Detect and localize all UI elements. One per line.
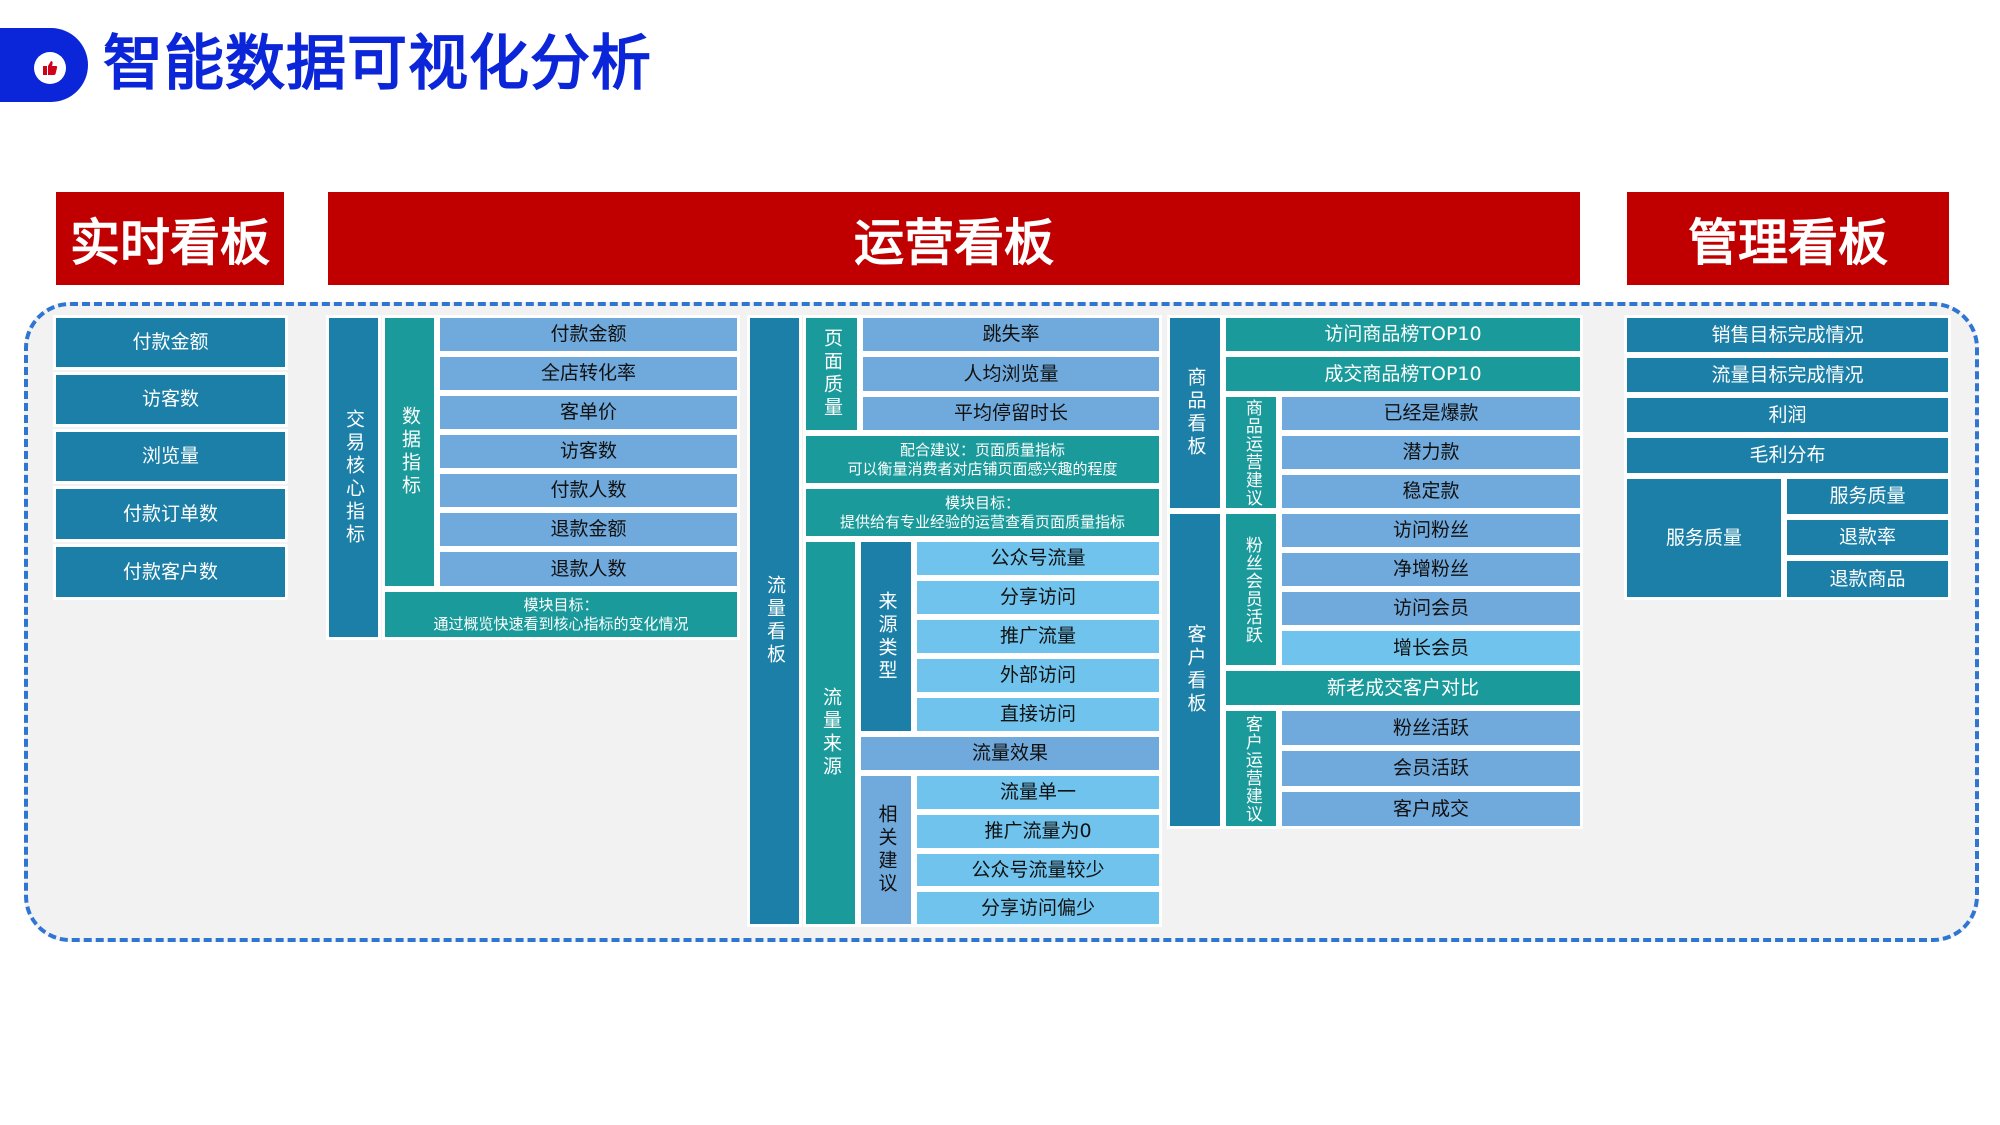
realtime-item: 付款订单数 xyxy=(53,486,288,542)
customer-group-label: 客户看板 xyxy=(1167,511,1223,829)
management-item: 利润 xyxy=(1624,395,1951,435)
trade-metric: 全店转化率 xyxy=(437,354,740,393)
page-quality-metric: 平均停留时长 xyxy=(860,394,1162,433)
header-operations: 运营看板 xyxy=(328,192,1580,285)
trade-metric: 付款人数 xyxy=(437,471,740,510)
product-top-visit: 访问商品榜TOP10 xyxy=(1223,315,1583,354)
traffic-advice-item: 推广流量为0 xyxy=(914,812,1162,851)
page-quality-metric: 跳失率 xyxy=(860,315,1162,354)
realtime-item: 付款金额 xyxy=(53,315,288,370)
product-advice-label: 商品运营建议 xyxy=(1223,394,1279,511)
service-quality-item: 退款率 xyxy=(1784,517,1951,558)
service-quality-item: 服务质量 xyxy=(1784,476,1951,517)
trade-metric: 付款金额 xyxy=(437,315,740,354)
management-item: 销售目标完成情况 xyxy=(1624,315,1951,355)
thumbs-up-icon xyxy=(34,52,66,84)
customer-activity-item: 增长会员 xyxy=(1279,628,1583,668)
service-quality-item: 退款商品 xyxy=(1784,558,1951,600)
page-title: 智能数据可视化分析 xyxy=(103,29,652,99)
management-item: 流量目标完成情况 xyxy=(1624,355,1951,395)
header-management: 管理看板 xyxy=(1627,192,1949,285)
traffic-advice-label: 相关建议 xyxy=(858,773,914,927)
realtime-item: 访客数 xyxy=(53,372,288,427)
header-realtime: 实时看板 xyxy=(56,192,284,285)
customer-activity-item: 净增粉丝 xyxy=(1279,550,1583,589)
traffic-advice-item: 流量单一 xyxy=(914,773,1162,812)
traffic-advice-item: 公众号流量较少 xyxy=(914,851,1162,889)
traffic-advice-item: 分享访问偏少 xyxy=(914,889,1162,927)
customer-advice-item: 粉丝活跃 xyxy=(1279,708,1583,748)
traffic-effect: 流量效果 xyxy=(858,734,1162,773)
customer-advice-item: 客户成交 xyxy=(1279,789,1583,829)
source-type-label: 来源类型 xyxy=(858,539,914,734)
customer-activity-item: 访问粉丝 xyxy=(1279,511,1583,550)
management-item: 毛利分布 xyxy=(1624,435,1951,476)
trade-metric: 访客数 xyxy=(437,432,740,471)
customer-advice-label: 客户运营建议 xyxy=(1223,708,1279,829)
trade-group-label: 交易核心指标 xyxy=(326,315,381,640)
page-quality-label: 页面质量 xyxy=(803,315,860,433)
product-advice-item: 已经是爆款 xyxy=(1279,394,1583,433)
customer-activity-item: 访问会员 xyxy=(1279,589,1583,628)
trade-sub-label: 数据指标 xyxy=(382,315,437,589)
page-quality-advice: 配合建议：页面质量指标 可以衡量消费者对店铺页面感兴趣的程度 xyxy=(803,433,1162,486)
customer-compare: 新老成交客户对比 xyxy=(1223,668,1583,708)
traffic-group-label: 流量看板 xyxy=(747,315,802,927)
realtime-item: 付款客户数 xyxy=(53,544,288,600)
page-quality-metric: 人均浏览量 xyxy=(860,354,1162,394)
source-type-item: 分享访问 xyxy=(914,578,1162,617)
traffic-source-label: 流量来源 xyxy=(803,539,858,927)
customer-activity-label: 粉丝会员活跃 xyxy=(1223,511,1279,668)
source-type-item: 公众号流量 xyxy=(914,539,1162,578)
realtime-item: 浏览量 xyxy=(53,429,288,484)
source-type-item: 推广流量 xyxy=(914,617,1162,656)
page-quality-goal: 模块目标： 提供给有专业经验的运营查看页面质量指标 xyxy=(803,486,1162,539)
service-quality-label: 服务质量 xyxy=(1624,476,1784,600)
source-type-item: 直接访问 xyxy=(914,695,1162,734)
customer-advice-item: 会员活跃 xyxy=(1279,748,1583,789)
product-group-label: 商品看板 xyxy=(1167,315,1223,511)
product-top-deal: 成交商品榜TOP10 xyxy=(1223,354,1583,394)
product-advice-item: 潜力款 xyxy=(1279,433,1583,472)
trade-metric: 退款金额 xyxy=(437,510,740,549)
trade-metric: 客单价 xyxy=(437,393,740,432)
trade-goal: 模块目标： 通过概览快速看到核心指标的变化情况 xyxy=(382,589,740,640)
source-type-item: 外部访问 xyxy=(914,656,1162,695)
trade-metric: 退款人数 xyxy=(437,549,740,589)
product-advice-item: 稳定款 xyxy=(1279,472,1583,511)
